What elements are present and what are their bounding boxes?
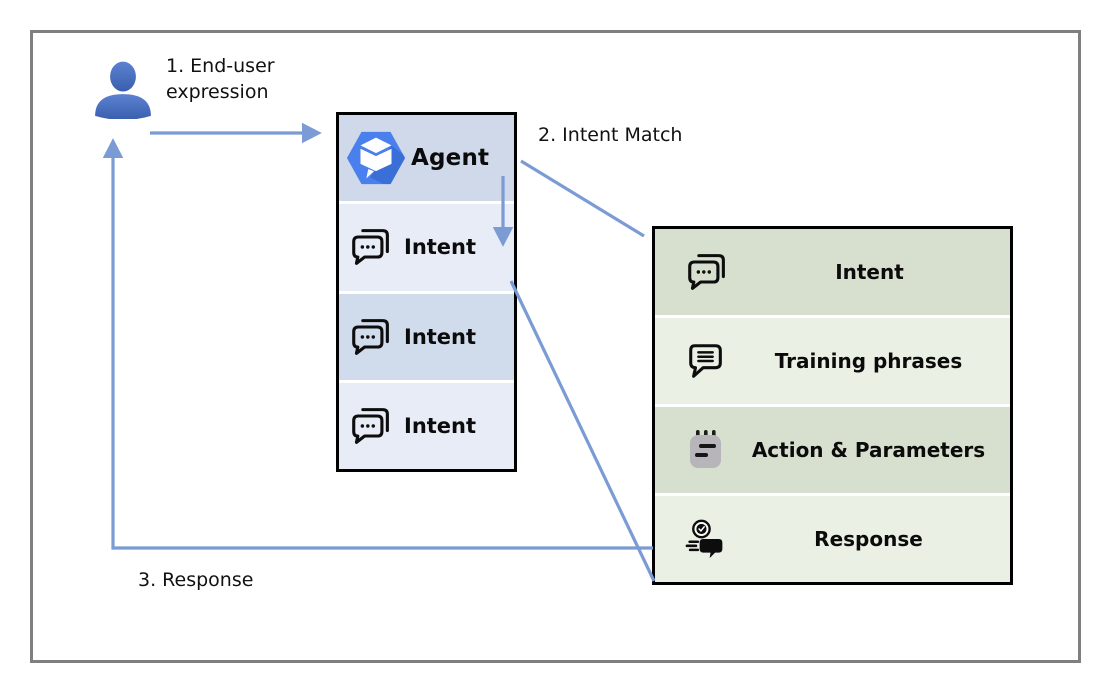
agent-intent-row: Intent [339,293,514,380]
agent-panel: Agent Intent Intent Intent [336,112,517,472]
agent-intent-label: Intent [404,413,477,438]
agent-label: Agent [411,145,490,172]
end-user-icon [95,61,151,119]
detail-training-phrases-label: Training phrases [774,349,963,373]
detail-row-response: Response [655,496,1010,582]
step3-label: 3. Response [138,569,254,591]
detail-row-training-phrases: Training phrases [655,318,1010,404]
agent-intent-row: Intent [339,382,514,469]
chat-intent-icon [688,254,725,290]
agent-intent-label: Intent [404,324,477,349]
agent-header-row: Agent [339,115,514,202]
dialogflow-agent-icon [346,131,406,185]
step2-label: 2. Intent Match [538,124,683,146]
chat-intent-icon [352,318,389,355]
chat-intent-icon [352,229,389,266]
detail-response-label: Response [814,527,923,551]
agent-intent-label: Intent [404,235,477,260]
agent-intent-row: Intent [339,204,514,291]
detail-row-action-parameters: Action & Parameters [655,407,1010,493]
chat-intent-icon [352,407,389,444]
response-icon [685,519,723,559]
detail-row-intent: Intent [655,229,1010,315]
detail-intent-label: Intent [835,260,904,284]
detail-action-parameters-label: Action & Parameters [751,438,986,462]
step1-label: 1. End-user expression [166,55,275,103]
intent-detail-panel: Intent Training phrases Action & Paramet… [652,226,1013,585]
training-phrases-icon [689,344,722,378]
action-parameters-icon [690,430,721,468]
